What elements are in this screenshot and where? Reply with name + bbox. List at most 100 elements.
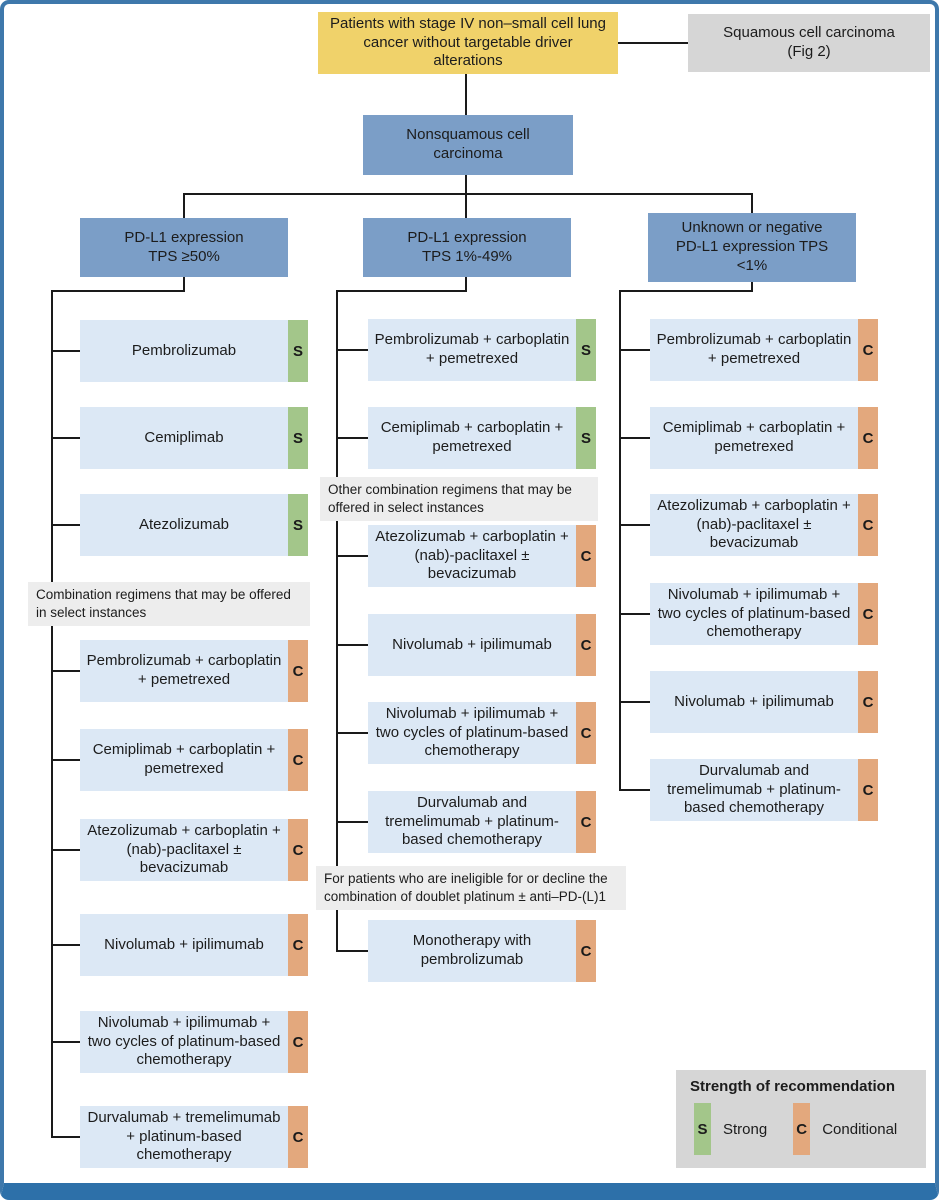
treatment-label: Pembrolizumab + carboplatin + pemetrexed [80, 640, 288, 702]
connector-line [619, 524, 650, 526]
treatment-box: Atezolizumab + carboplatin + (nab)-pacli… [80, 819, 308, 881]
treatment-label: Durvalumab and tremelimumab + platinum-b… [368, 791, 576, 853]
strength-tab: C [576, 791, 596, 853]
connector-line [51, 759, 80, 761]
treatment-label: Atezolizumab + carboplatin + (nab)-pacli… [80, 819, 288, 881]
connector-line [336, 732, 368, 734]
treatment-label: Nivolumab + ipilimumab [80, 914, 288, 976]
treatment-label: Atezolizumab [80, 494, 288, 556]
connector-line [51, 1136, 80, 1138]
connector-line [336, 349, 368, 351]
treatment-box: Atezolizumab + carboplatin + (nab)-pacli… [650, 494, 878, 556]
treatment-box: Nivolumab + ipilimumab C [80, 914, 308, 976]
strong-swatch: S [694, 1103, 711, 1155]
treatment-box: Nivolumab + ipilimumab C [650, 671, 878, 733]
connector-line [336, 290, 467, 292]
root-label: Patients with stage IV non–small cell lu… [330, 14, 606, 70]
connector-line [751, 193, 753, 213]
strength-tab: C [858, 759, 878, 821]
connector-line [619, 290, 753, 292]
strength-tab: S [576, 407, 596, 469]
legend: Strength of recommendation S Strong C Co… [676, 1070, 926, 1168]
treatment-box: Durvalumab and tremelimumab + platinum-b… [368, 791, 596, 853]
strength-tab: C [858, 319, 878, 381]
treatment-box: Cemiplimab S [80, 407, 308, 469]
connector-line [51, 524, 80, 526]
connector-line [51, 290, 53, 1138]
treatment-box: Nivolumab + ipilimumab + two cycles of p… [650, 583, 878, 645]
connector-line [465, 277, 467, 292]
conditional-label: Conditional [822, 1120, 898, 1138]
treatment-box: Pembrolizumab + carboplatin + pemetrexed… [368, 319, 596, 381]
connector-line [619, 701, 650, 703]
connector-line [51, 670, 80, 672]
treatment-box: Atezolizumab + carboplatin + (nab)-pacli… [368, 525, 596, 587]
treatment-label: Pembrolizumab + carboplatin + pemetrexed [368, 319, 576, 381]
connector-line [619, 290, 621, 790]
branch-header-label: PD-L1 expression TPS ≥50% [124, 228, 244, 265]
squamous-label: Squamous cell carcinoma (Fig 2) [723, 24, 895, 60]
treatment-label: Monotherapy with pembrolizumab [368, 920, 576, 982]
connector-line [465, 74, 467, 115]
connector-line [619, 613, 650, 615]
connector-line [51, 944, 80, 946]
connector-line [51, 350, 80, 352]
treatment-box: Nivolumab + ipilimumab C [368, 614, 596, 676]
treatment-label: Durvalumab + tremelimumab + platinum-bas… [80, 1106, 288, 1168]
branch-header-label: PD-L1 expression TPS 1%-49% [407, 228, 527, 265]
branch-header-tps-lt1: Unknown or negative PD-L1 expression TPS… [648, 213, 856, 282]
treatment-label: Cemiplimab + carboplatin + pemetrexed [650, 407, 858, 469]
connector-line [619, 349, 650, 351]
treatment-box: Durvalumab and tremelimumab + platinum-b… [650, 759, 878, 821]
connector-line [619, 789, 650, 791]
treatment-label: Nivolumab + ipilimumab + two cycles of p… [80, 1011, 288, 1073]
treatment-box: Cemiplimab + carboplatin + pemetrexed C [80, 729, 308, 791]
strength-tab: C [576, 525, 596, 587]
squamous-node: Squamous cell carcinoma (Fig 2) [688, 14, 930, 72]
connector-line [618, 42, 688, 44]
root-node: Patients with stage IV non–small cell lu… [318, 12, 618, 74]
treatment-box: Nivolumab + ipilimumab + two cycles of p… [368, 702, 596, 764]
strength-tab: C [288, 1011, 308, 1073]
strength-tab: C [858, 407, 878, 469]
connector-line [465, 175, 467, 195]
treatment-box: Nivolumab + ipilimumab + two cycles of p… [80, 1011, 308, 1073]
strength-tab: C [576, 702, 596, 764]
strength-tab: C [288, 1106, 308, 1168]
strength-tab: C [288, 819, 308, 881]
treatment-label: Durvalumab and tremelimumab + platinum-b… [650, 759, 858, 821]
treatment-box: Monotherapy with pembrolizumab C [368, 920, 596, 982]
strength-tab: C [288, 729, 308, 791]
strength-tab: C [288, 640, 308, 702]
strong-label: Strong [723, 1120, 768, 1138]
treatment-label: Cemiplimab + carboplatin + pemetrexed [368, 407, 576, 469]
connector-line [336, 950, 368, 952]
branch-header-label: Unknown or negative PD-L1 expression TPS… [675, 219, 829, 274]
connector-line [183, 277, 185, 292]
connector-line [751, 282, 753, 292]
nonsquamous-node: Nonsquamous cell carcinoma [363, 115, 573, 175]
connector-line [51, 437, 80, 439]
treatment-box: Atezolizumab S [80, 494, 308, 556]
branch-header-tps-1-49: PD-L1 expression TPS 1%-49% [363, 218, 571, 277]
treatment-label: Nivolumab + ipilimumab + two cycles of p… [650, 583, 858, 645]
treatment-label: Pembrolizumab + carboplatin + pemetrexed [650, 319, 858, 381]
strength-tab: C [576, 614, 596, 676]
strength-tab: C [858, 583, 878, 645]
treatment-box: Cemiplimab + carboplatin + pemetrexed S [368, 407, 596, 469]
strength-tab: C [858, 671, 878, 733]
note: For patients who are ineligible for or d… [316, 866, 626, 911]
strength-tab: S [288, 320, 308, 382]
connector-line [336, 555, 368, 557]
connector-line [336, 290, 338, 952]
connector-line [183, 193, 185, 218]
treatment-label: Nivolumab + ipilimumab + two cycles of p… [368, 702, 576, 764]
strength-tab: S [576, 319, 596, 381]
treatment-label: Cemiplimab [80, 407, 288, 469]
connector-line [51, 849, 80, 851]
treatment-box: Durvalumab + tremelimumab + platinum-bas… [80, 1106, 308, 1168]
note: Other combination regimens that may be o… [320, 477, 598, 522]
treatment-label: Atezolizumab + carboplatin + (nab)-pacli… [650, 494, 858, 556]
nonsquamous-label: Nonsquamous cell carcinoma [406, 126, 530, 162]
